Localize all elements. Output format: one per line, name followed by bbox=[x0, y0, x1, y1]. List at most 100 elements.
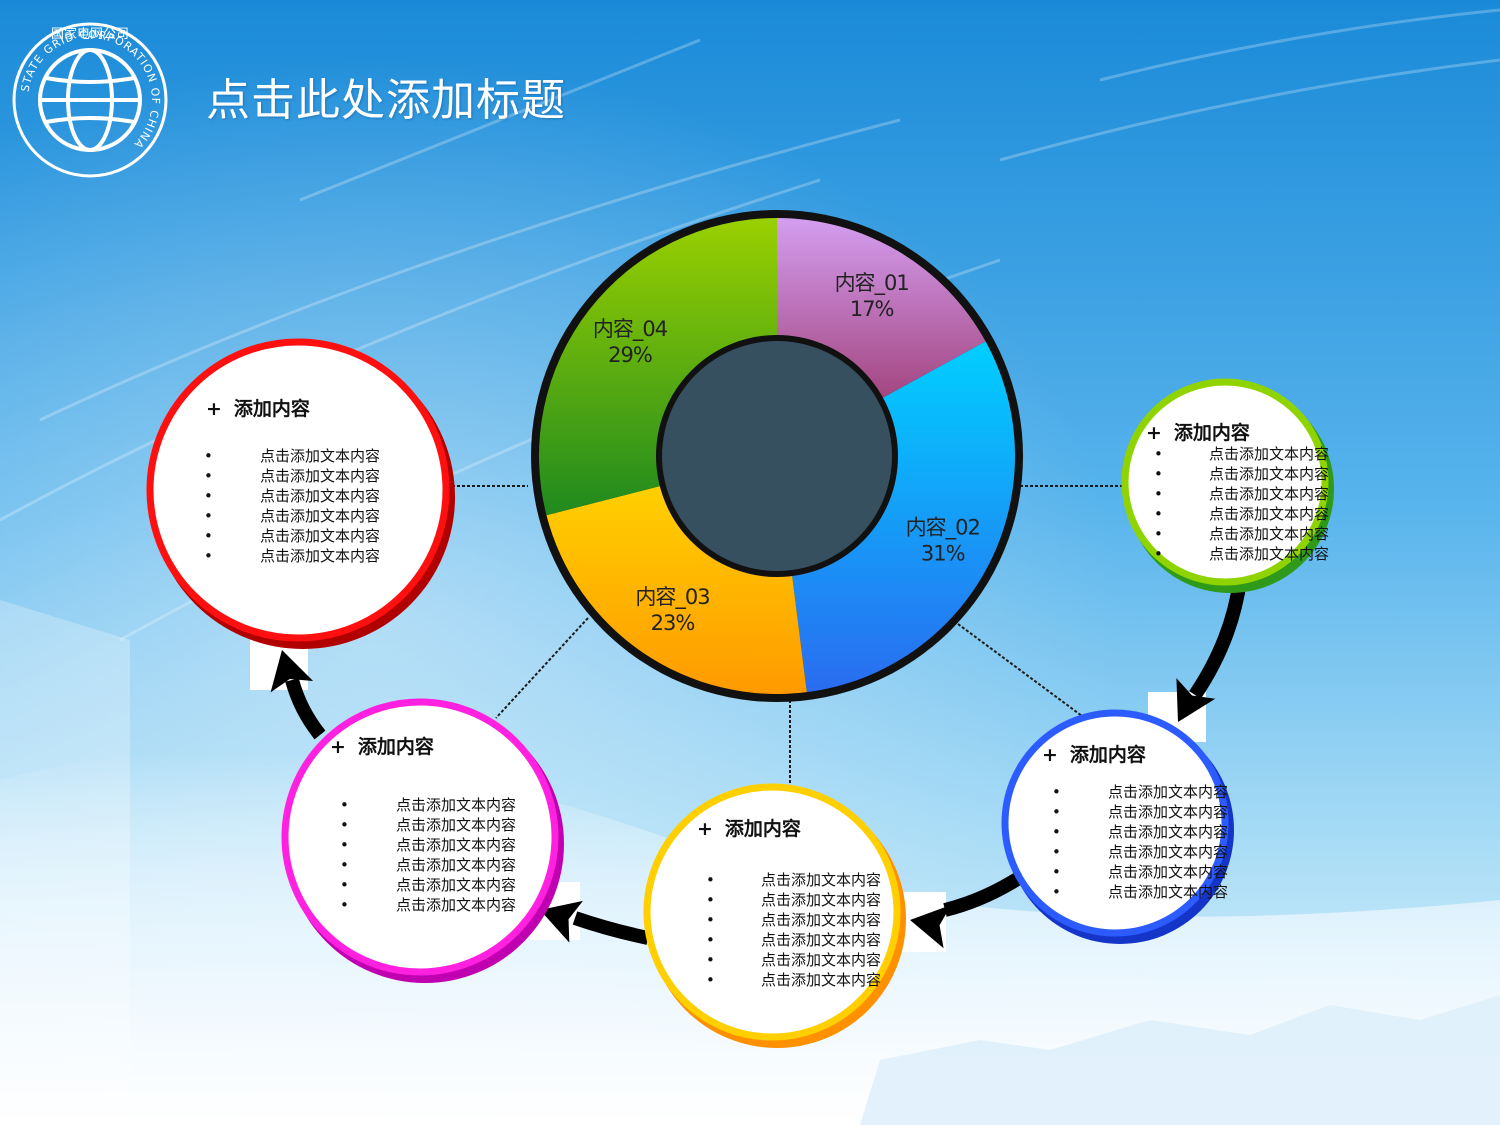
list-item-text: 点击添加文本内容 bbox=[1209, 465, 1330, 483]
bullet-icon: • bbox=[1052, 803, 1061, 821]
list-item-text: 点击添加文本内容 bbox=[260, 527, 381, 545]
bullet-icon: • bbox=[706, 931, 715, 949]
list-item-text: 点击添加文本内容 bbox=[761, 971, 882, 989]
slice-name-label: 内容_01 bbox=[835, 271, 909, 296]
slice-name-label: 内容_02 bbox=[906, 515, 980, 540]
flow-arrow-shaft bbox=[572, 911, 650, 945]
bullet-icon: • bbox=[204, 467, 213, 485]
plus-icon: + bbox=[1146, 422, 1162, 444]
bullet-icon: • bbox=[340, 876, 349, 894]
list-item-text: 点击添加文本内容 bbox=[260, 487, 381, 505]
list-item-text: 点击添加文本内容 bbox=[260, 507, 381, 525]
connector-line bbox=[495, 617, 589, 719]
card-circle bbox=[1001, 709, 1229, 937]
list-item-text: 点击添加文本内容 bbox=[1108, 803, 1229, 821]
list-item-text: 点击添加文本内容 bbox=[1108, 823, 1229, 841]
donut-slice bbox=[791, 341, 1015, 693]
list-item-text: 点击添加文本内容 bbox=[1209, 545, 1330, 563]
card-heading-orange[interactable]: + 添加内容 bbox=[697, 814, 801, 841]
list-item-text: 点击添加文本内容 bbox=[396, 896, 517, 914]
slice-percent-label: 23% bbox=[651, 611, 695, 635]
plus-icon: + bbox=[330, 736, 346, 758]
bullet-icon: • bbox=[204, 447, 213, 465]
card-circle bbox=[1121, 378, 1329, 586]
slice-percent-label: 31% bbox=[921, 541, 965, 565]
list-item-text: 点击添加文本内容 bbox=[1209, 525, 1330, 543]
card-heading-label: 添加内容 bbox=[724, 818, 801, 840]
connector-line bbox=[957, 623, 1083, 717]
plus-icon: + bbox=[1042, 744, 1058, 766]
bullet-icon: • bbox=[1154, 505, 1163, 523]
list-item-text: 点击添加文本内容 bbox=[1108, 843, 1229, 861]
list-item-text: 点击添加文本内容 bbox=[761, 931, 882, 949]
bullet-icon: • bbox=[340, 896, 349, 914]
state-grid-logo: STATE GRID CORPORATION OF CHINA 国家电网公司 bbox=[12, 22, 168, 178]
card-heading-label: 添加内容 bbox=[1069, 744, 1146, 766]
list-item-text: 点击添加文本内容 bbox=[396, 856, 517, 874]
bullet-icon: • bbox=[1052, 823, 1061, 841]
plus-icon: + bbox=[697, 818, 713, 840]
card-circle bbox=[643, 783, 901, 1041]
slice-name-label: 内容_03 bbox=[635, 585, 709, 610]
list-item-text: 点击添加文本内容 bbox=[1108, 783, 1229, 801]
card-heading-magenta[interactable]: + 添加内容 bbox=[330, 732, 434, 759]
card-heading-label: 添加内容 bbox=[1173, 422, 1250, 444]
list-item-text: 点击添加文本内容 bbox=[396, 836, 517, 854]
plus-icon: + bbox=[206, 398, 222, 420]
card-heading-label: 添加内容 bbox=[357, 736, 434, 758]
list-item-text: 点击添加文本内容 bbox=[761, 951, 882, 969]
flow-arrow-head bbox=[1176, 678, 1216, 722]
bullet-icon: • bbox=[1154, 485, 1163, 503]
card-circle bbox=[146, 338, 450, 642]
bullet-icon: • bbox=[706, 951, 715, 969]
list-item-text: 点击添加文本内容 bbox=[1108, 863, 1229, 881]
bullet-icon: • bbox=[204, 547, 213, 565]
slice-name-label: 内容_04 bbox=[593, 317, 668, 342]
donut-slice bbox=[546, 485, 807, 694]
list-item-text: 点击添加文本内容 bbox=[761, 911, 882, 929]
list-item-text: 点击添加文本内容 bbox=[1209, 445, 1330, 463]
list-item-text: 点击添加文本内容 bbox=[761, 871, 882, 889]
list-item-text: 点击添加文本内容 bbox=[1209, 505, 1330, 523]
bullet-icon: • bbox=[204, 527, 213, 545]
list-item-text: 点击添加文本内容 bbox=[1108, 883, 1229, 901]
bullet-icon: • bbox=[1052, 883, 1061, 901]
bullet-icon: • bbox=[340, 796, 349, 814]
bullet-icon: • bbox=[340, 836, 349, 854]
bullet-icon: • bbox=[1052, 843, 1061, 861]
card-circles bbox=[146, 338, 1334, 1048]
list-item-text: 点击添加文本内容 bbox=[761, 891, 882, 909]
donut-slice bbox=[777, 218, 986, 400]
donut-slice bbox=[539, 218, 777, 516]
card-heading-label: 添加内容 bbox=[233, 398, 310, 420]
bullet-icon: • bbox=[1154, 545, 1163, 563]
card-circle bbox=[281, 698, 559, 976]
list-item-text: 点击添加文本内容 bbox=[396, 876, 517, 894]
flow-arrow-head bbox=[540, 900, 583, 943]
card-heading-red[interactable]: + 添加内容 bbox=[206, 394, 310, 421]
bullet-icon: • bbox=[1154, 465, 1163, 483]
bullet-icon: • bbox=[706, 911, 715, 929]
donut-hole-outline bbox=[656, 335, 898, 577]
bullet-icon: • bbox=[340, 856, 349, 874]
flow-arrow-shaft bbox=[1189, 579, 1247, 699]
list-item-text: 点击添加文本内容 bbox=[1209, 485, 1330, 503]
bullet-icon: • bbox=[1154, 445, 1163, 463]
slide-title[interactable]: 点击此处添加标题 bbox=[206, 75, 566, 126]
list-item-text: 点击添加文本内容 bbox=[396, 816, 517, 834]
slice-percent-label: 29% bbox=[608, 343, 652, 367]
bullet-icon: • bbox=[204, 507, 213, 525]
card-heading-blue[interactable]: + 添加内容 bbox=[1042, 740, 1146, 767]
list-item-text: 点击添加文本内容 bbox=[396, 796, 517, 814]
bullet-icon: • bbox=[706, 971, 715, 989]
bullet-icon: • bbox=[1052, 863, 1061, 881]
card-heading-green[interactable]: + 添加内容 bbox=[1146, 418, 1250, 445]
list-item-text: 点击添加文本内容 bbox=[260, 547, 381, 565]
bullet-icon: • bbox=[1052, 783, 1061, 801]
bullet-icon: • bbox=[340, 816, 349, 834]
flow-arrow-shaft bbox=[943, 870, 1026, 917]
flow-arrow-head bbox=[910, 904, 952, 949]
flow-arrow-head bbox=[270, 650, 314, 693]
